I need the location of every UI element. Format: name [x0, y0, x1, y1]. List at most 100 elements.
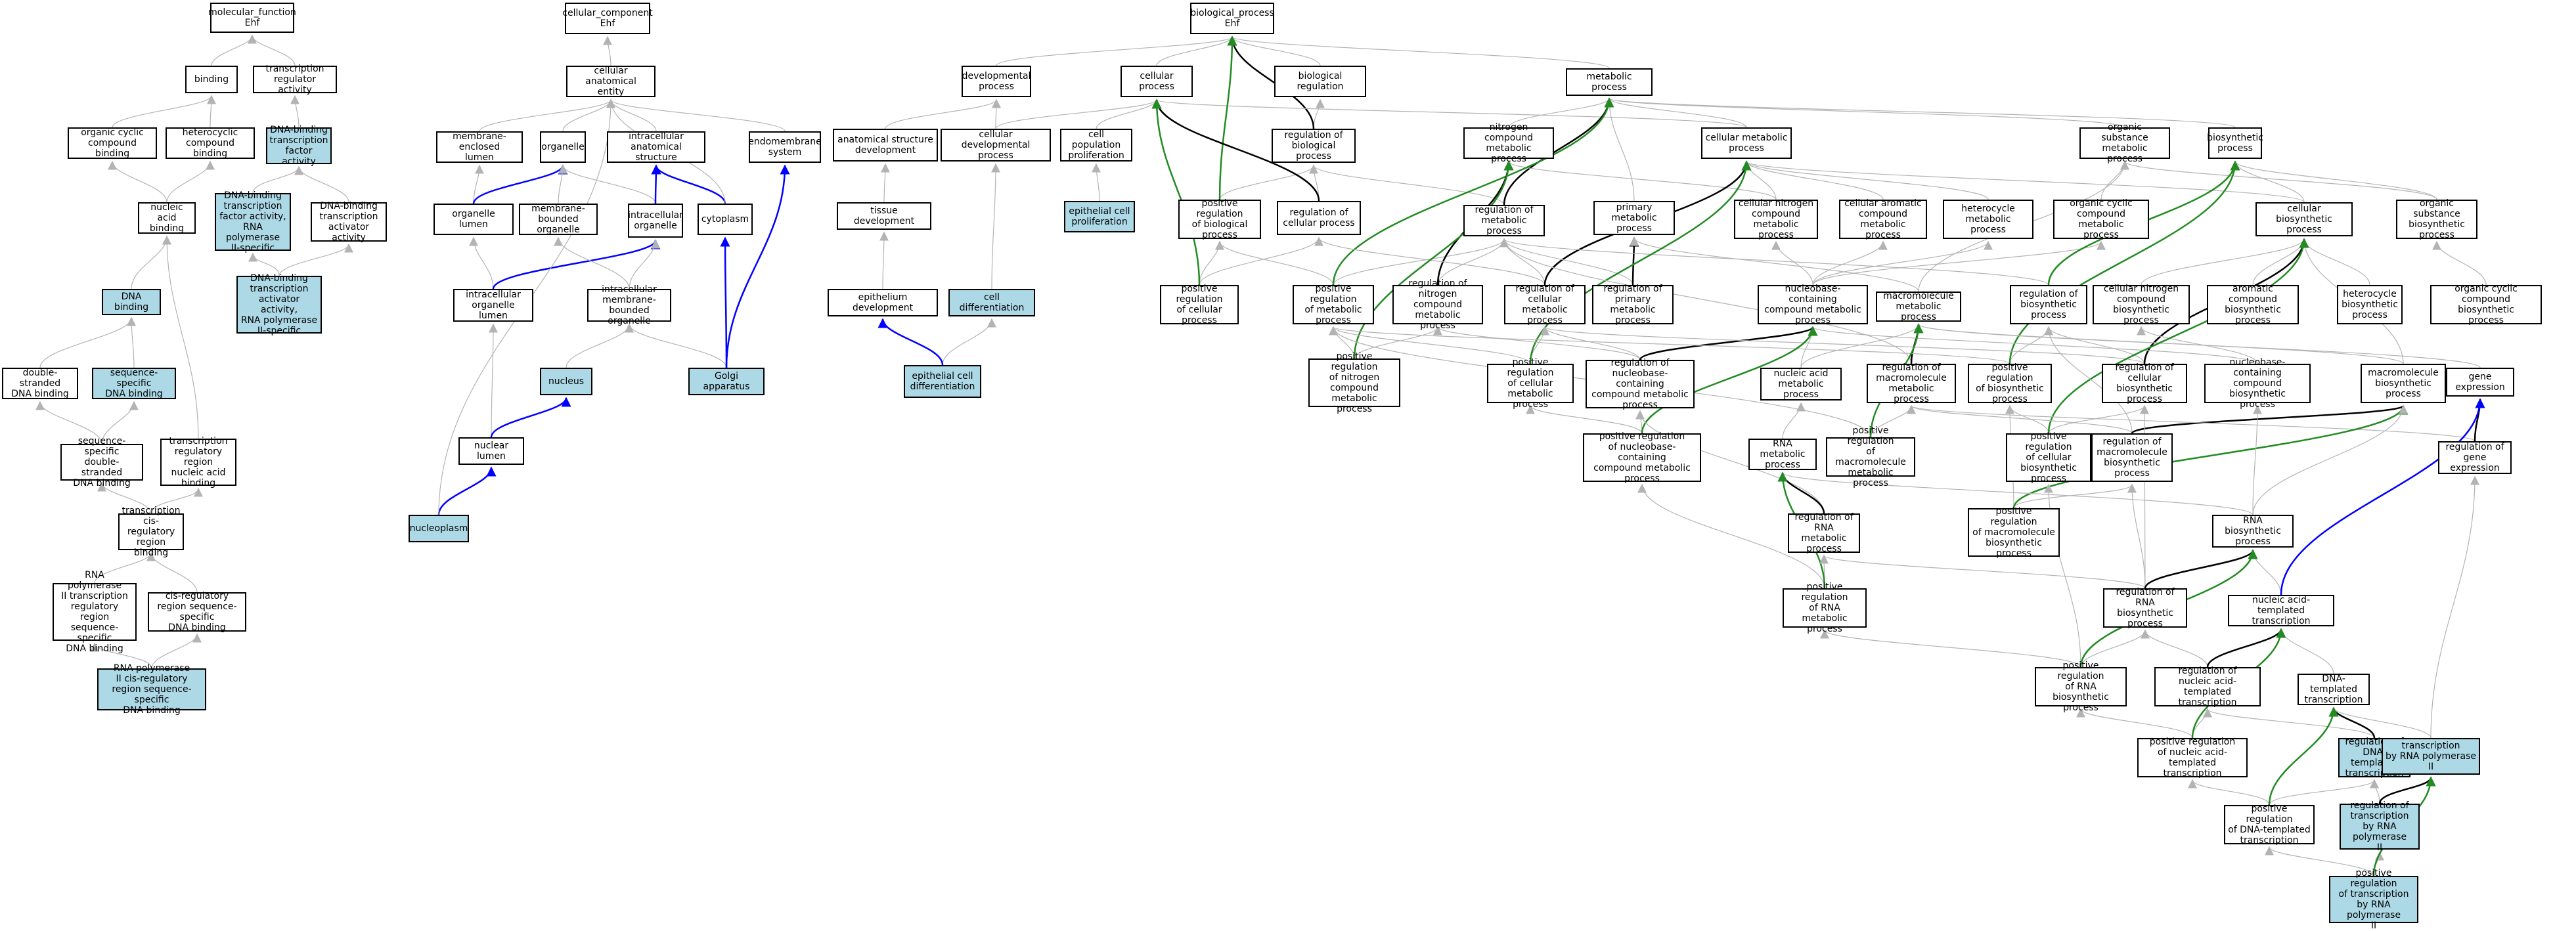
go-term-reg-cell-proc[interactable]: regulation of cellular process	[1277, 201, 1361, 235]
go-term-golgi[interactable]: Golgi apparatus	[688, 368, 765, 395]
go-term-pos-reg-nb-met[interactable]: positive regulation of nucleobase-contai…	[1583, 431, 1701, 484]
go-term-ic-mb-org[interactable]: intracellular membrane-bounded organelle	[587, 284, 671, 326]
go-term-cell-diff[interactable]: cell differentiation	[948, 289, 1035, 316]
go-term-cae[interactable]: cellular anatomical entity	[566, 66, 655, 97]
go-term-org-cyc-met[interactable]: organic cyclic compound metabolic proces…	[2053, 198, 2149, 240]
go-term-org-lumen[interactable]: organelle lumen	[433, 204, 514, 235]
go-term-pos-reg-na-tr[interactable]: positive regulation of nucleic acid-temp…	[2137, 737, 2248, 779]
go-term-nb-met[interactable]: nucleobase-containing compound metabolic…	[1758, 284, 1868, 326]
go-term-cell-dev[interactable]: cellular developmental process	[941, 129, 1051, 162]
go-term-pol2-cis[interactable]: RNA polymerase II cis-regulatory region …	[97, 663, 206, 716]
go-term-pos-reg-dna-tr[interactable]: positive regulation of DNA-templated tra…	[2224, 804, 2315, 846]
go-term-nucleoplasm[interactable]: nucleoplasm	[409, 515, 469, 542]
go-term-prim-met[interactable]: primary metabolic process	[1593, 201, 1675, 235]
go-term-reg-biosyn[interactable]: regulation of biosynthetic process	[2010, 285, 2087, 324]
go-term-bp[interactable]: biological_process Ehf	[1190, 3, 1274, 34]
go-term-nuc-bind[interactable]: nucleic acid binding	[138, 202, 196, 234]
go-term-reg-cell-biosyn[interactable]: regulation of cellular biosynthetic proc…	[2102, 362, 2187, 404]
go-term-cell-pop[interactable]: cell population proliferation	[1060, 129, 1132, 162]
go-term-cis-seq[interactable]: cis-regulatory region sequence-specific …	[148, 591, 246, 633]
go-term-tr-cis[interactable]: transcription cis-regulatory region bind…	[118, 506, 184, 558]
go-term-rna-biosyn[interactable]: RNA biosynthetic process	[2212, 515, 2294, 548]
go-term-ic-org-lumen[interactable]: intracellular organelle lumen	[453, 289, 533, 322]
go-term-pos-reg-macro-biosyn[interactable]: positive regulation of macromolecule bio…	[1968, 506, 2060, 559]
go-term-na-templ-tr[interactable]: nucleic acid-templated transcription	[2228, 595, 2334, 626]
go-term-pol2-tr[interactable]: RNA polymerase II transcription regulato…	[53, 570, 137, 654]
go-term-hetero[interactable]: heterocyclic compound binding	[166, 127, 255, 159]
go-term-ias[interactable]: intracellular anatomical structure	[607, 131, 705, 163]
go-term-het-met[interactable]: heterocycle metabolic process	[1943, 200, 2033, 239]
go-term-trans-reg[interactable]: transcription regulator activity	[253, 64, 337, 95]
go-term-cytoplasm[interactable]: cytoplasm	[698, 204, 753, 235]
go-term-mem-lumen[interactable]: membrane-enclosed lumen	[436, 131, 523, 163]
go-term-reg-rna-met[interactable]: regulation of RNA metabolic process	[1788, 512, 1860, 554]
go-term-anat-dev[interactable]: anatomical structure development	[833, 129, 938, 162]
go-term-macro-biosyn[interactable]: macromolecule biosynthetic process	[2361, 364, 2446, 403]
go-term-org-sub-met[interactable]: organic substance metabolic process	[2079, 122, 2170, 164]
go-term-pos-reg-cell-proc[interactable]: positive regulation of cellular process	[1160, 284, 1239, 326]
go-term-nitro-met[interactable]: nitrogen compound metabolic process	[1463, 122, 1554, 164]
go-term-met-proc[interactable]: metabolic process	[1566, 68, 1653, 96]
go-term-org-cyc-biosyn[interactable]: organic cyclic compound biosynthetic pro…	[2430, 284, 2542, 326]
go-term-dna-bind[interactable]: DNA binding	[102, 289, 161, 315]
go-term-rna-met[interactable]: RNA metabolic process	[1748, 439, 1817, 470]
go-term-reg-macro-met[interactable]: regulation of macromolecule metabolic pr…	[1867, 362, 1956, 404]
go-term-endomem[interactable]: endomembrane system	[748, 131, 822, 163]
go-term-arom-biosyn[interactable]: aromatic compound biosynthetic process	[2207, 284, 2299, 326]
go-term-seq-dna[interactable]: sequence-specific DNA binding	[92, 368, 176, 399]
go-term-cell-nitro-met[interactable]: cellular nitrogen compound metabolic pro…	[1734, 198, 1818, 240]
go-term-pos-reg-rna-biosyn[interactable]: positive regulation of RNA biosynthetic …	[2035, 660, 2127, 713]
go-term-ds-dna[interactable]: double-stranded DNA binding	[2, 368, 78, 399]
go-term-dna-act[interactable]: DNA-binding transcription activator acti…	[311, 201, 387, 243]
go-term-seq-ds[interactable]: sequence-specific double-stranded DNA bi…	[60, 436, 143, 488]
go-term-dev[interactable]: developmental process	[962, 66, 1031, 97]
go-term-reg-rna-biosyn[interactable]: regulation of RNA biosynthetic process	[2103, 587, 2187, 629]
go-term-org-sub-biosyn[interactable]: organic substance biosynthetic process	[2396, 198, 2477, 240]
go-term-cc[interactable]: cellular_component Ehf	[562, 3, 653, 34]
go-term-binding[interactable]: binding	[185, 66, 238, 93]
go-term-nucleus[interactable]: nucleus	[540, 368, 592, 395]
go-term-reg-nitro-met[interactable]: regulation of nitrogen compound metaboli…	[1392, 278, 1483, 331]
go-term-pos-reg-tr-pol2[interactable]: positive regulation of transcription by …	[2329, 868, 2418, 931]
go-term-cell-biosyn[interactable]: cellular biosynthetic process	[2255, 202, 2353, 236]
go-term-dna-act-pol2[interactable]: DNA-binding transcription activator acti…	[236, 273, 322, 336]
go-term-dna-tfa-pol2[interactable]: DNA-binding transcription factor activit…	[215, 190, 291, 253]
go-term-mf[interactable]: molecular_function Ehf	[208, 3, 296, 33]
go-term-cell-met[interactable]: cellular metabolic process	[1701, 127, 1792, 159]
go-term-pos-reg-rna-met[interactable]: positive regulation of RNA metabolic pro…	[1783, 582, 1867, 634]
go-term-reg-prim-met[interactable]: regulation of primary metabolic process	[1592, 284, 1674, 326]
go-term-epi-prolif[interactable]: epithelial cell proliferation	[1064, 201, 1135, 232]
go-term-reg-met[interactable]: regulation of metabolic process	[1463, 205, 1545, 236]
go-term-tr-pol2[interactable]: transcription by RNA polymerase II	[2382, 738, 2480, 775]
go-term-reg-cell-met[interactable]: regulation of cellular metabolic process	[1504, 284, 1586, 326]
go-term-nuc-lumen[interactable]: nuclear lumen	[458, 437, 524, 465]
go-term-reg-macro-biosyn[interactable]: regulation of macromolecule biosynthetic…	[2091, 433, 2173, 482]
go-term-cell-nitro-biosyn[interactable]: cellular nitrogen compound biosynthetic …	[2093, 284, 2190, 326]
go-term-ic-org[interactable]: intracellular organelle	[628, 204, 683, 238]
go-term-reg-na-tr[interactable]: regulation of nucleic acid-templated tra…	[2154, 666, 2261, 708]
go-term-cell-proc[interactable]: cellular process	[1121, 66, 1193, 97]
go-term-epi-diff[interactable]: epithelial cell differentiation	[904, 365, 981, 398]
go-term-epi-dev[interactable]: epithelium development	[828, 289, 938, 316]
go-term-organelle[interactable]: organelle	[540, 131, 586, 163]
go-term-pos-reg-met[interactable]: positive regulation of metabolic process	[1293, 284, 1374, 326]
go-term-pos-reg-macro-met[interactable]: positive regulation of macromolecule met…	[1826, 425, 1915, 488]
go-term-cell-arom-met[interactable]: cellular aromatic compound metabolic pro…	[1839, 198, 1927, 240]
go-term-tissue-dev[interactable]: tissue development	[837, 202, 931, 230]
go-term-dna-tfa[interactable]: DNA-binding transcription factor activit…	[266, 125, 332, 167]
go-term-tr-reg-region[interactable]: transcription regulatory region nucleic …	[160, 436, 236, 488]
go-term-pos-reg-cell-biosyn[interactable]: positive regulation of cellular biosynth…	[2006, 431, 2091, 484]
go-term-macro-met[interactable]: macromolecule metabolic process	[1876, 291, 1961, 322]
go-term-org-cyc[interactable]: organic cyclic compound binding	[68, 127, 157, 159]
go-term-gene-expr[interactable]: gene expression	[2446, 368, 2514, 397]
go-term-reg-nb-met[interactable]: regulation of nucleobase-containing comp…	[1586, 358, 1695, 410]
go-term-pos-reg-cell-met[interactable]: positive regulation of cellular metaboli…	[1487, 357, 1574, 410]
go-term-dna-templ-tr[interactable]: DNA-templated transcription	[2298, 674, 2370, 705]
go-term-nuc-acid-met[interactable]: nucleic acid metabolic process	[1760, 368, 1842, 401]
go-term-pos-reg-bio[interactable]: positive regulation of biological proces…	[1178, 198, 1261, 240]
go-term-reg-tr-pol2[interactable]: regulation of transcription by RNA polym…	[2340, 800, 2420, 853]
go-term-het-biosyn[interactable]: heterocycle biosynthetic process	[2337, 285, 2403, 324]
go-term-biosyn[interactable]: biosynthetic process	[2207, 127, 2263, 159]
go-term-pos-reg-nitro[interactable]: positive regulation of nitrogen compound…	[1308, 351, 1400, 414]
go-term-reg-bio[interactable]: regulation of biological process	[1272, 129, 1356, 163]
